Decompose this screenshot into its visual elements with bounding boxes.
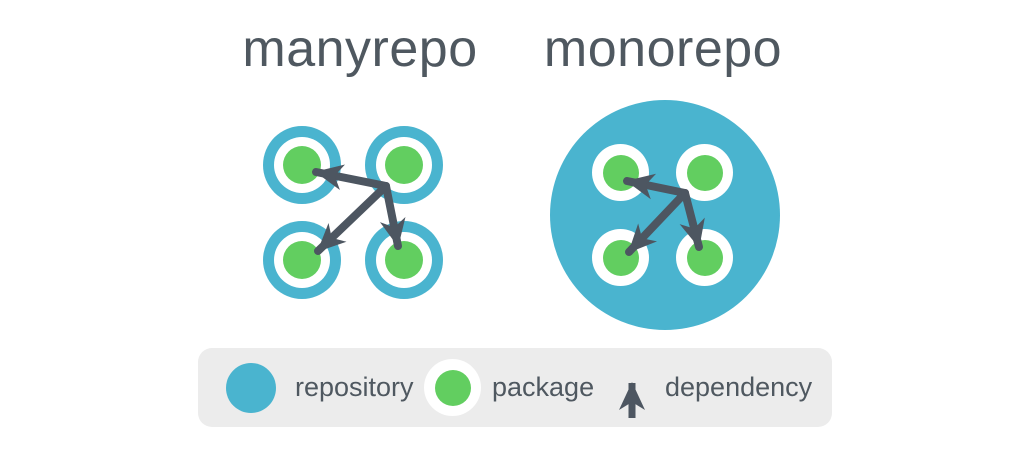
package-circle [283, 241, 321, 279]
dependency-arrow-icon [619, 382, 645, 418]
repository-inner-ring [376, 232, 432, 288]
package-circle [592, 144, 649, 201]
repository-inner-ring [274, 232, 330, 288]
repository-inner-ring [376, 137, 432, 193]
package-dot [686, 154, 723, 191]
package-circle [592, 229, 649, 286]
repository-circle [263, 126, 341, 204]
package-dot [434, 369, 471, 406]
legend-label-package: package [492, 372, 595, 402]
package-circle [385, 241, 423, 279]
package-dot [602, 239, 639, 276]
package-circle [283, 146, 321, 184]
monorepo-repository-circle [550, 100, 780, 330]
repository-circle [263, 221, 341, 299]
manyrepo-title: manyrepo [242, 20, 478, 78]
package-dot [602, 154, 639, 191]
package-circle [676, 144, 733, 201]
legend-label-repository: repository [295, 372, 414, 402]
monorepo-title: monorepo [543, 20, 783, 78]
repository-circle-icon [226, 363, 276, 413]
package-dot [686, 239, 723, 276]
legend: repository package dependency [198, 348, 832, 427]
package-circle [676, 229, 733, 286]
repository-circle [365, 221, 443, 299]
package-circle [385, 146, 423, 184]
legend-label-dependency: dependency [665, 372, 813, 402]
package-circle-icon [424, 359, 481, 416]
repository-circle [365, 126, 443, 204]
repository-inner-ring [274, 137, 330, 193]
